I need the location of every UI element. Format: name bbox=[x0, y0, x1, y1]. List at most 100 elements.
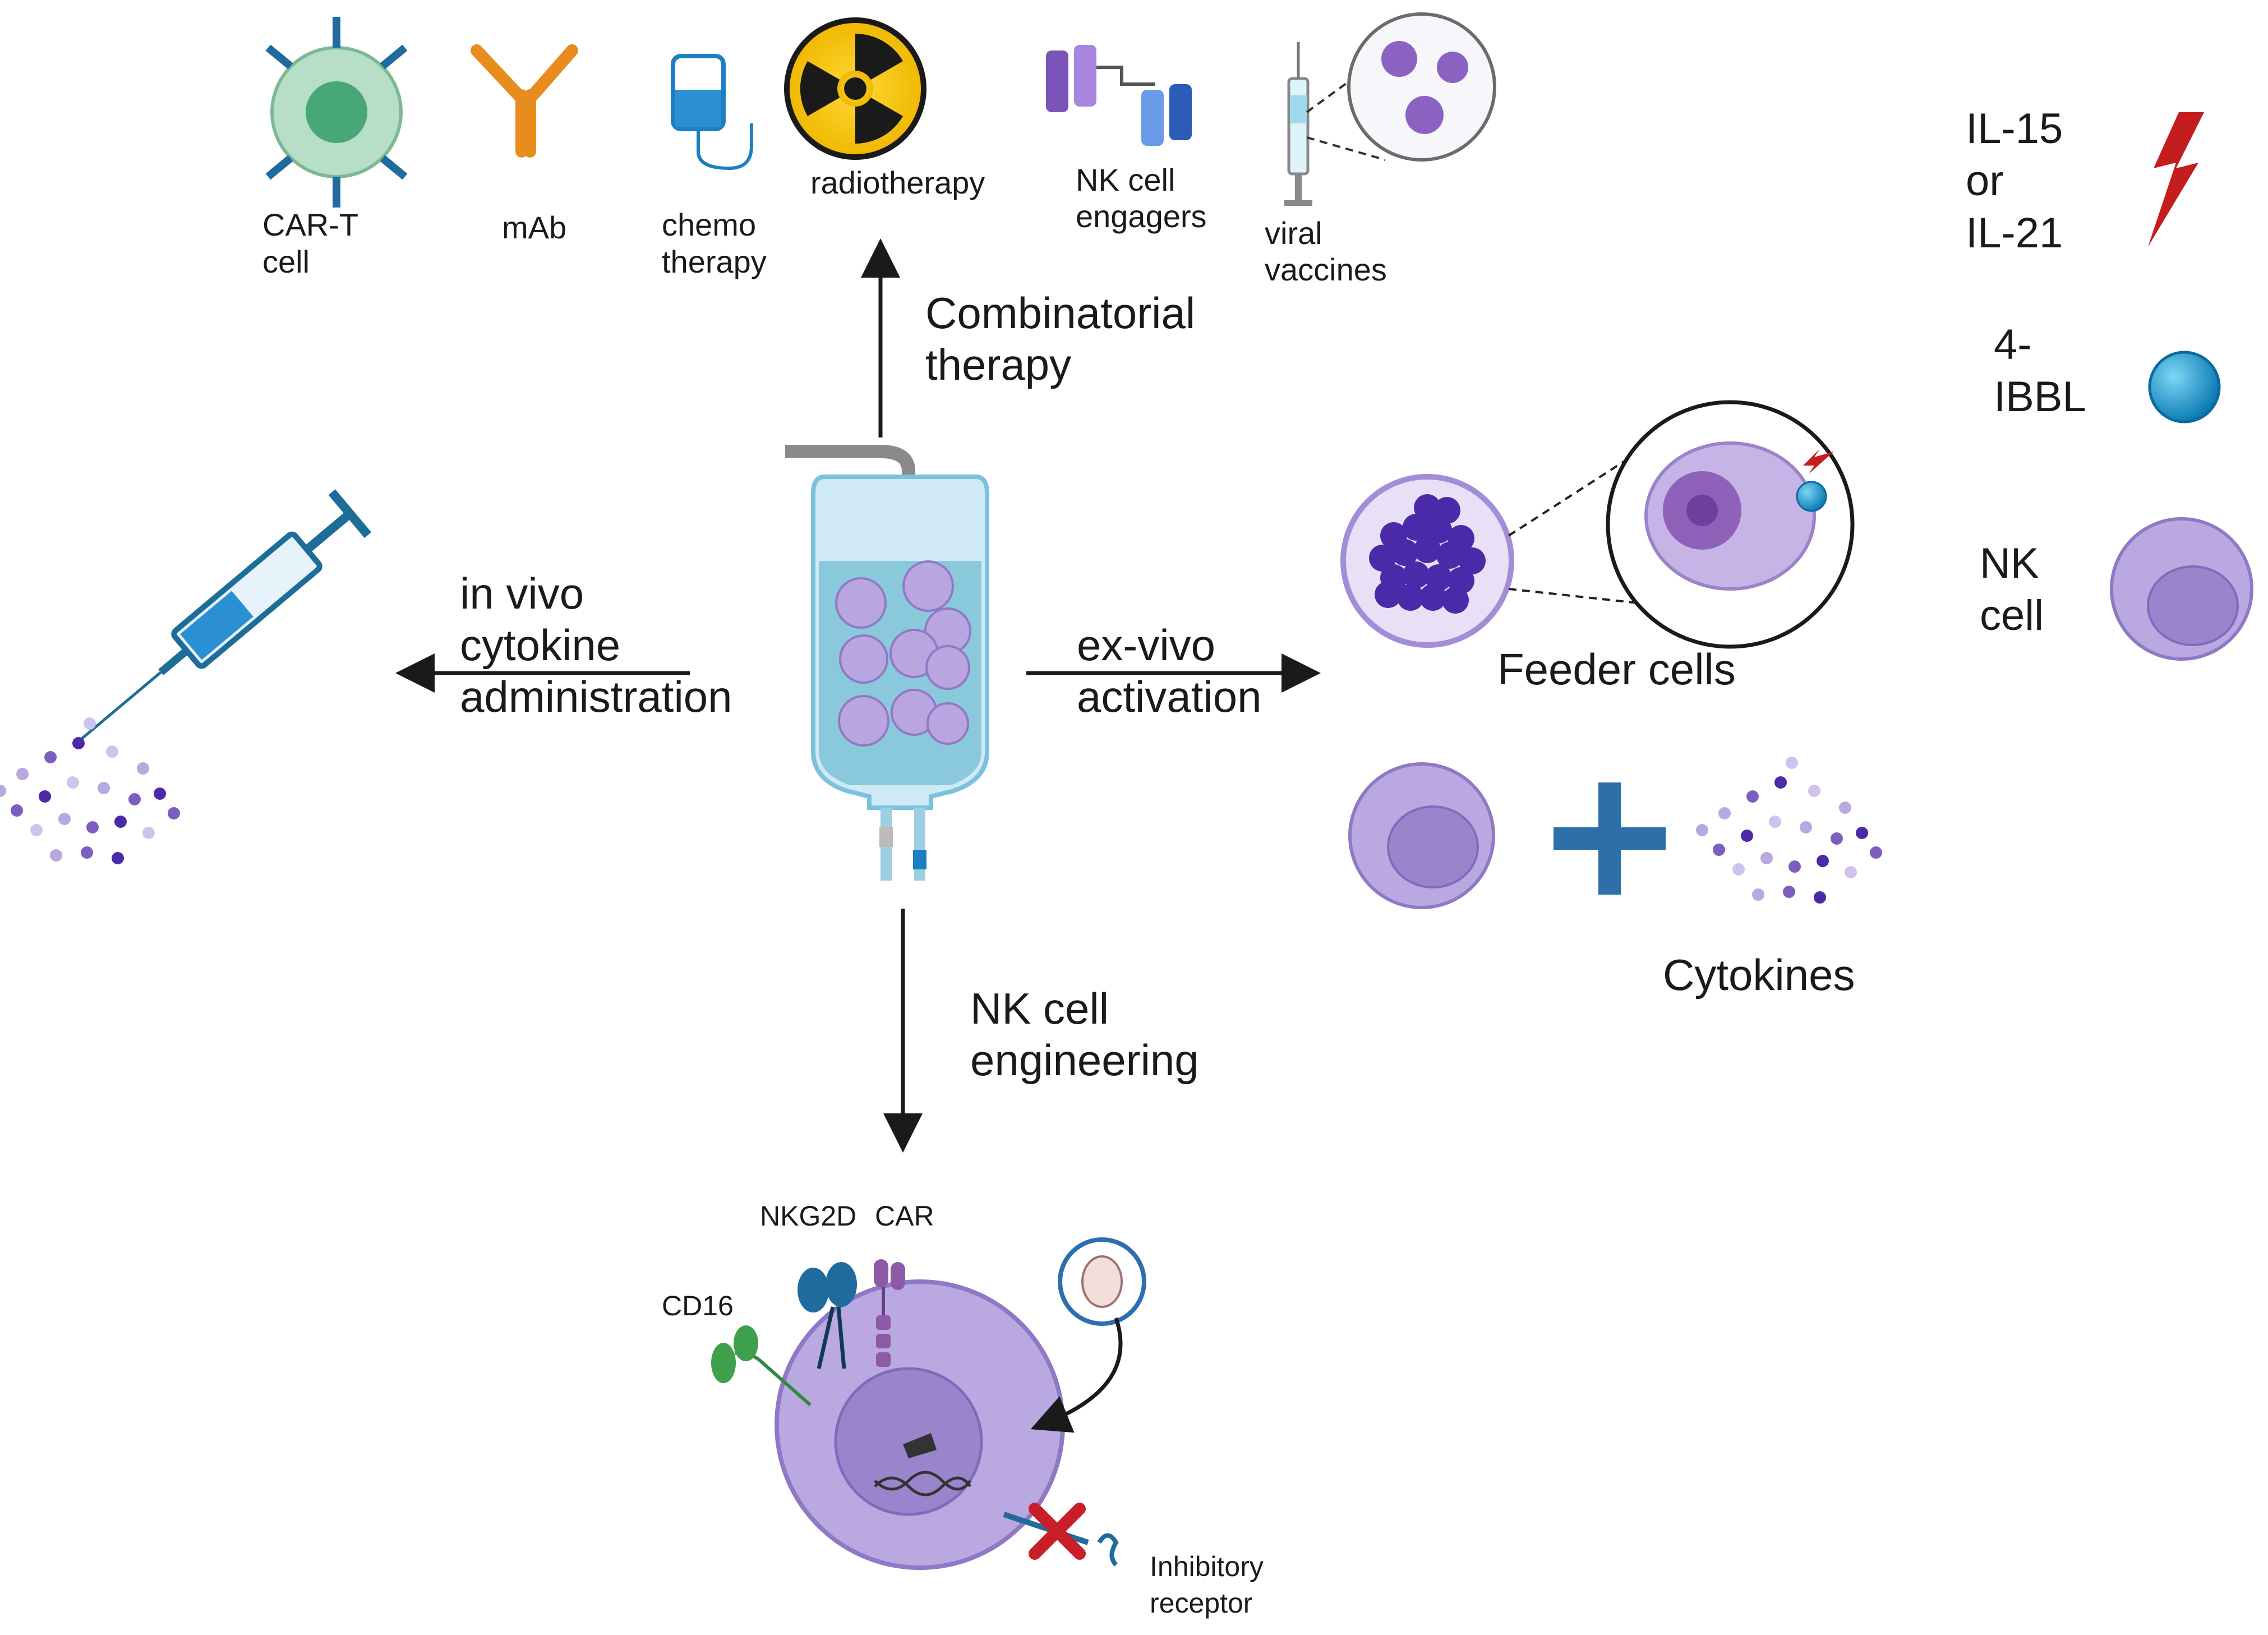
cytokine-dot bbox=[142, 827, 155, 839]
injection-syringe-icon bbox=[73, 489, 372, 746]
radiation-icon bbox=[784, 17, 926, 160]
cytokine-dot bbox=[1788, 860, 1801, 873]
feeder-cell-dot bbox=[1369, 545, 1396, 572]
cytokine-dot bbox=[58, 813, 71, 825]
cytokine-dot bbox=[44, 751, 57, 763]
cytokine-dot bbox=[1783, 886, 1795, 898]
feeder-cell-dot bbox=[1414, 494, 1441, 521]
cytokine-dot bbox=[154, 787, 166, 800]
feeder-cell-dot bbox=[1375, 581, 1402, 608]
car-t-cell-icon bbox=[265, 17, 408, 208]
cytokine-dot bbox=[137, 762, 149, 775]
cytokine-dot bbox=[1741, 830, 1753, 842]
nkg2d-receptor-icon bbox=[798, 1262, 857, 1369]
cytokine-dot bbox=[1718, 807, 1731, 819]
cytokine-dot bbox=[112, 852, 124, 864]
cytokine-dot bbox=[1752, 888, 1764, 901]
cytokine-dot bbox=[16, 768, 29, 780]
cytokine-dot bbox=[1774, 776, 1787, 789]
cytokine-dot bbox=[98, 782, 110, 794]
cytokine-dot bbox=[1760, 852, 1773, 864]
vaccine-syringe-icon bbox=[1284, 12, 1496, 206]
cytokine-dot bbox=[1746, 790, 1759, 803]
cytokine-dot bbox=[30, 824, 43, 836]
cytokine-dot bbox=[39, 790, 51, 803]
feeder-cell-dot bbox=[1403, 561, 1430, 588]
feeder-cell-dot bbox=[1391, 539, 1418, 566]
cytokine-dot bbox=[72, 737, 85, 749]
therapy-label-mab: mAb bbox=[502, 210, 566, 245]
cytokine-dot bbox=[1870, 846, 1882, 859]
feeder-cell-dot bbox=[1459, 547, 1486, 574]
feeder-cell-dot bbox=[1403, 514, 1430, 541]
plus-icon bbox=[1554, 782, 1666, 895]
legend-nk-cell-icon bbox=[2110, 517, 2253, 661]
nk-cell-exvivo bbox=[1348, 762, 1495, 909]
inhibitory-receptor-knockout-icon bbox=[1003, 1503, 1119, 1567]
cytokine-dot bbox=[81, 846, 93, 859]
cytokine-dot bbox=[1814, 891, 1826, 904]
cytokine-dot bbox=[106, 745, 118, 758]
cytokine-dot bbox=[1856, 827, 1868, 839]
feeder-cell-dot bbox=[1433, 497, 1460, 524]
cytokine-dot bbox=[1769, 816, 1781, 828]
cytokine-dot bbox=[1845, 866, 1857, 878]
cytokine-dot bbox=[1800, 821, 1812, 833]
lightning-icon bbox=[2148, 112, 2204, 247]
feeder-cell-dot bbox=[1442, 587, 1469, 614]
cd16-receptor-icon bbox=[711, 1325, 812, 1407]
iv-drip-icon bbox=[671, 54, 753, 171]
feeder-cell-dot bbox=[1397, 584, 1424, 611]
cytokine-dot bbox=[1786, 757, 1798, 769]
feeder-cell-dot bbox=[1414, 536, 1441, 563]
cytokine-particles-right bbox=[1696, 757, 1882, 904]
cytokine-dot bbox=[1839, 802, 1851, 814]
feeder-cell-dot bbox=[1419, 584, 1446, 611]
cytokine-dot bbox=[1732, 863, 1745, 876]
feeder-cell-dot bbox=[1436, 542, 1463, 569]
cytokine-dot bbox=[84, 717, 96, 730]
cytokines-label: Cytokines bbox=[1663, 950, 1855, 1000]
nk-cell-infusion-bag bbox=[785, 445, 989, 881]
therapy-label-radio: radiotherapy bbox=[810, 165, 985, 200]
nkg2d-label: NKG2D bbox=[760, 1200, 856, 1232]
cytokine-dot bbox=[1831, 832, 1843, 845]
cytokine-dot bbox=[1808, 785, 1820, 797]
viral-vector-icon bbox=[1030, 1237, 1146, 1433]
nk-engager-icon bbox=[1046, 45, 1192, 146]
cytokine-dot bbox=[1696, 824, 1708, 836]
feeder-cell-dish bbox=[1340, 400, 1855, 649]
cytokine-dot bbox=[114, 816, 127, 828]
legend-ibbl-label: 4-IBBL bbox=[1994, 321, 2086, 421]
ibbl-ball-icon bbox=[2148, 351, 2221, 423]
cd16-label: CD16 bbox=[662, 1290, 734, 1321]
cytokine-dot bbox=[67, 776, 79, 789]
cytokine-dot bbox=[86, 821, 99, 833]
cytokine-particles-left bbox=[0, 717, 180, 864]
cytokine-dot bbox=[1817, 855, 1829, 867]
cytokine-dot bbox=[1713, 844, 1725, 856]
car-receptor-icon bbox=[874, 1259, 905, 1367]
cytokine-dot bbox=[128, 793, 141, 805]
engineered-nk-cell bbox=[775, 1279, 1065, 1570]
feeder-cells-label: Feeder cells bbox=[1497, 644, 1736, 694]
cytokine-dot bbox=[50, 849, 62, 862]
cytokine-dot bbox=[0, 785, 6, 797]
cytokine-dot bbox=[11, 804, 23, 817]
cytokine-dot bbox=[168, 807, 180, 819]
antibody-icon bbox=[471, 44, 578, 158]
car-label: CAR bbox=[875, 1200, 934, 1232]
